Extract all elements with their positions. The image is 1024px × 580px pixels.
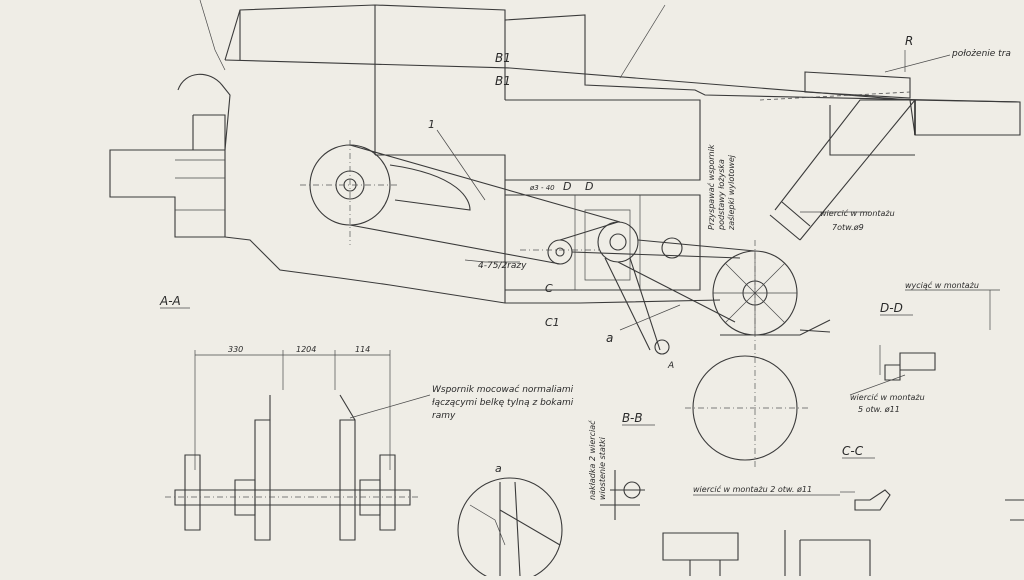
bracket-note-3: ramy [432,411,456,421]
label-d-left: D [563,180,571,193]
label-d-right: D [585,180,593,193]
body-top-outline [224,4,1021,103]
rear-platform [804,71,911,99]
view-title-bb: B-B [622,411,643,425]
label-c: C [545,282,553,295]
header-front [109,149,226,238]
vertical-note-3: zaślepki wylotowej [726,154,736,231]
bb-vertical-note: nakładka 2 wierciać wiostenie statki [587,420,607,500]
callout-1: 1 [428,118,435,131]
combine-side-view [109,0,1021,470]
position-note: położenie tra [951,49,1011,59]
callout-A: A [667,361,674,371]
dim-114: 114 [355,345,370,354]
view-title-cc: C-C [842,444,864,458]
body-mid-panel [375,154,506,303]
bottom-detail-fragments [662,499,1024,576]
leader-1 [436,129,486,201]
label-r: R [905,34,913,48]
idler-pulley-1 [547,239,573,265]
drive-belts [349,144,756,351]
rear-bin [909,99,1021,136]
label-b1-upper: B1 [495,51,511,65]
auger-collars [769,201,811,241]
aa-bracket-tops [255,394,356,421]
body-bottom-outline [224,236,721,304]
detail-a-circle [457,477,563,580]
cab-box [192,114,226,150]
frame-struts [574,195,641,290]
bb-vertical-note-1: nakładka 2 wierciać [587,420,597,500]
lower-housing [505,194,701,291]
aa-dimension-lines [194,350,391,470]
section-aa-axle [165,350,431,541]
label-b1-lower: B1 [495,74,511,88]
drill-note-top-1: wiercić w montażu [820,208,895,218]
cc-bracket [854,489,891,511]
bracket-note-1: Wspornik mocować normaliami [432,384,574,395]
view-title-dd: D-D [880,301,903,315]
vertical-note-2: podstawy łożyska [717,159,726,231]
leader-a [619,304,681,331]
belt-guard [389,164,471,211]
callout-a: a [606,331,613,345]
fragment-edge [1005,499,1024,521]
aa-leader [349,394,431,419]
aa-shaft [174,489,411,506]
dim-330: 330 [228,345,243,354]
vertical-note-weld: Przyspawać wspornik podstawy łożyska zaś… [706,144,736,231]
dim-1204: 1204 [296,345,316,354]
chassis-wheel [692,355,798,461]
label-c1: C1 [545,316,560,329]
leader-top [619,4,666,79]
section-cc-detail [840,489,891,511]
detail-a [457,477,563,580]
section-dd-detail [849,345,936,396]
fragment-right [784,530,871,576]
centre-lines [300,140,756,470]
view-title-aa: A-A [159,294,181,308]
drill-note-bottom: wiercić w montażu 2 otw. ø11 [693,484,812,494]
sieve-housing [505,99,701,181]
leader-belt [464,259,520,263]
axle-bracket [720,319,831,336]
detail-a-parts [499,481,561,577]
fragment-left [662,532,739,576]
detail-a-weld [469,504,506,546]
aa-hubs [234,479,381,516]
body-panels [239,5,506,155]
mid-pulley [597,221,639,263]
mid-pulley-hub [609,233,627,251]
roof-line [224,59,911,101]
detail-a-title: a [495,462,502,475]
leader-r [884,50,951,73]
aa-bearings [184,454,396,531]
auger-elevator [774,99,917,241]
dd-part [884,352,936,381]
auger-top-box [829,105,915,156]
aa-brackets [254,419,356,541]
bb-parts [600,470,645,520]
belt-spec: 4-75/2razy [478,261,527,271]
drill-note-dd-1: wiercić w montażu [850,392,925,402]
steering-column [199,0,226,71]
cut-note-leader [905,289,1000,330]
header-slats [175,159,225,211]
operator-seat [177,73,231,151]
lower-idler [654,339,670,355]
cut-note: wyciąć w montażu [905,280,979,290]
drill-note-dd-2: 5 otw. ø11 [858,405,900,414]
vertical-note-1: Przyspawać wspornik [706,144,716,230]
hole-spec: ø3 - 40 [529,184,555,192]
bracket-note-2: łączącymi belkę tylną z bokami [432,398,574,408]
bb-vertical-note-2: wiostenie statki [598,436,607,500]
drill-note-top-2: 7otw.ø9 [832,223,864,232]
tensioner-pulley [661,237,683,259]
dd-leader [849,345,906,396]
section-bb-detail [600,470,645,520]
idler-pulley-1-hub [555,247,565,257]
